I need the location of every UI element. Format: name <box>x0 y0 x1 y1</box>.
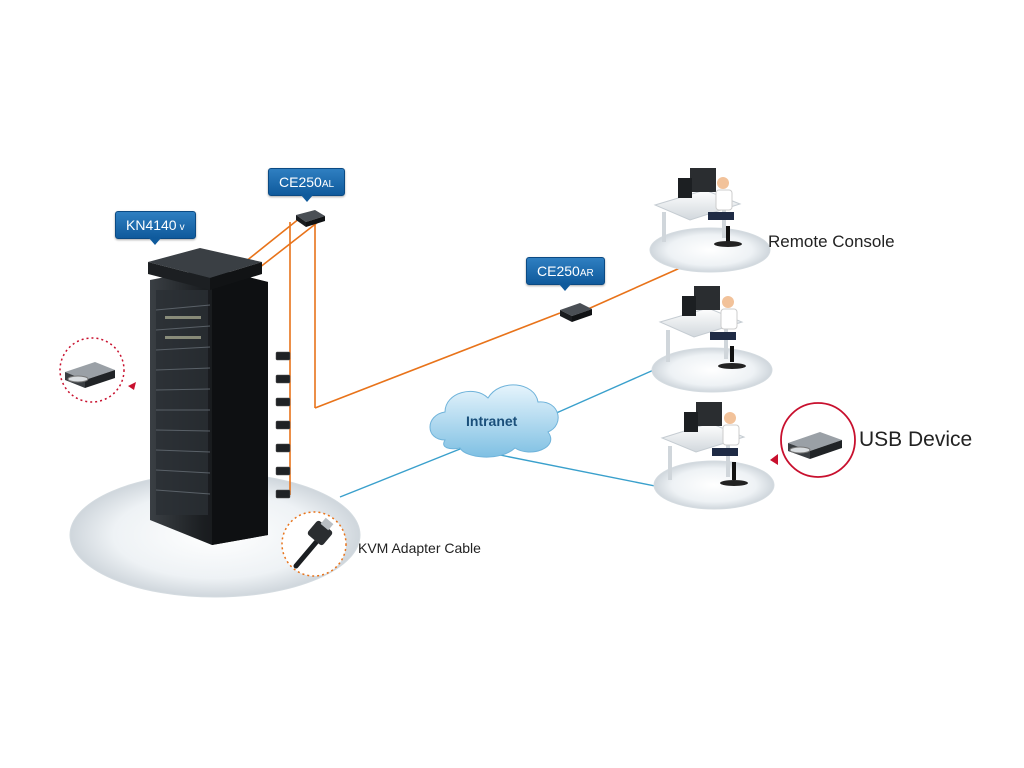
ce250ar-tag-main: CE250 <box>537 263 580 279</box>
remote-console-workstation-1 <box>649 168 771 273</box>
kvm-adapter-cable-callout <box>281 511 347 577</box>
server-to-intranet-link <box>339 444 471 498</box>
left-usb-device-callout <box>59 337 136 403</box>
server-rack <box>150 268 268 545</box>
right-usb-device-callout <box>770 402 856 478</box>
intranet-to-console-3-link <box>499 454 666 489</box>
kn4140-tag-suffix: v <box>179 222 185 233</box>
ce250al-device <box>296 210 325 227</box>
ce250al-to-ce250ar-link <box>314 312 561 409</box>
intranet-cloud <box>429 384 559 458</box>
intranet-label: Intranet <box>466 413 518 429</box>
kvm-adapter-cable-label: KVM Adapter Cable <box>358 540 481 556</box>
intranet-to-console-2-link <box>544 364 666 419</box>
kvm-adapter-dongles <box>275 351 291 499</box>
ce250al-tag: CE250AL <box>268 168 346 202</box>
remote-console-label: Remote Console <box>768 232 895 251</box>
ce250ar-tag: CE250AR <box>526 257 605 291</box>
orange-connections <box>244 217 681 495</box>
ce250ar-to-remote-console-link <box>587 267 681 310</box>
ce250al-tag-suffix: AL <box>321 179 335 190</box>
kn4140-switch-device <box>148 248 262 290</box>
ce250ar-device <box>560 303 592 322</box>
ce250ar-tag-suffix: AR <box>579 268 594 279</box>
remote-console-workstation-2 <box>651 286 773 393</box>
remote-console-workstation-3 <box>653 402 775 510</box>
kn4140-tag-main: KN4140 <box>126 217 177 233</box>
blue-connections <box>339 364 666 498</box>
usb-device-label: USB Device <box>859 428 973 451</box>
kn4140-to-ce250al-link <box>244 217 301 263</box>
ce250al-tag-main: CE250 <box>279 174 322 190</box>
